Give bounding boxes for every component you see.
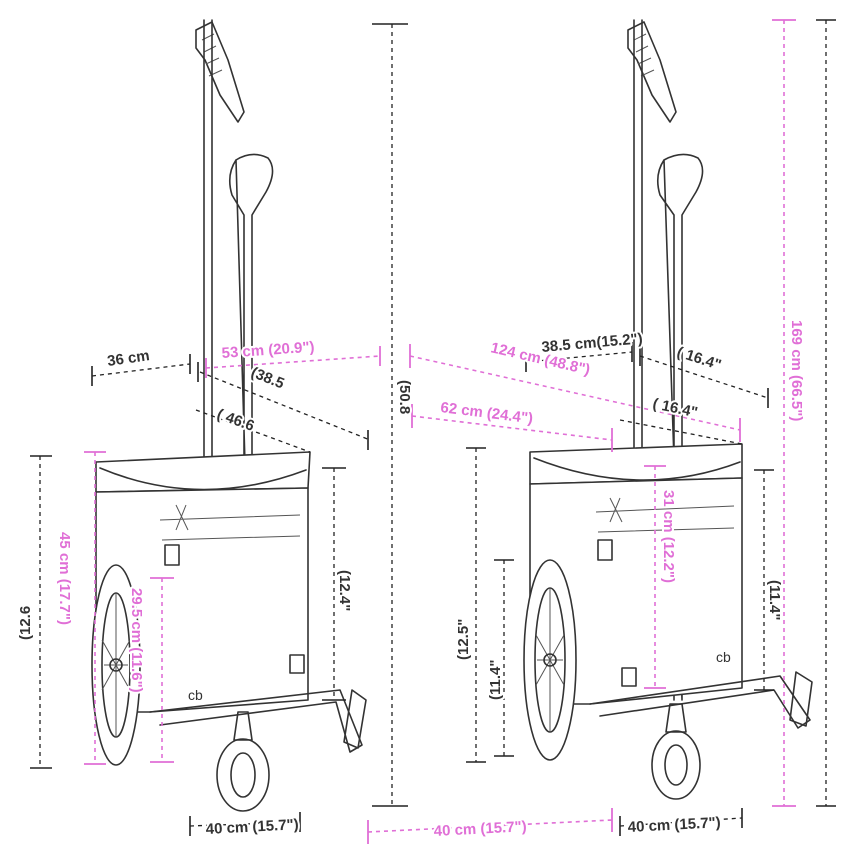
label-front-total-height: 169 cm (66.5")	[788, 320, 805, 421]
pink-dimension-lines	[84, 19, 796, 844]
label-side-wheel-height: 29.5 cm (11.6")	[128, 588, 145, 693]
front-bag-logo: cb	[716, 649, 731, 665]
label-side-bottom-width: 40 cm (15.7")	[205, 816, 299, 838]
front-rear-caster	[789, 671, 813, 727]
front-big-wheel	[523, 559, 577, 761]
side-handle-grip-ridges	[201, 33, 223, 77]
front-bag-seam	[595, 497, 735, 533]
side-bottom-frame	[149, 689, 363, 753]
label-front-side-height: (11.4"	[487, 660, 504, 700]
label-front-wheel-height: (12.5"	[455, 619, 472, 660]
front-handle-loop	[656, 153, 704, 701]
front-handle-grip	[627, 21, 677, 123]
side-big-wheel	[91, 564, 141, 766]
label-front-right-height: (11.4"	[766, 580, 783, 620]
label-front-inner-depth: ( 16.4"	[651, 395, 699, 421]
front-bag-latch	[597, 539, 613, 561]
side-caster-wheel	[216, 711, 270, 812]
side-bag-seam	[159, 504, 301, 541]
side-bag-rim	[95, 451, 311, 493]
label-side-handle-length: 53 cm (20.9")	[221, 339, 315, 362]
label-front-box-length: 62 cm (24.4")	[440, 399, 534, 427]
front-bag-rim	[529, 443, 743, 485]
label-side-inner-height: (12.4"	[336, 570, 353, 611]
side-handle-loop	[228, 153, 274, 701]
label-side-leg-height: (12.6	[17, 606, 34, 640]
side-bag-latch-lower	[289, 654, 305, 674]
side-bag-logo: cb	[188, 687, 203, 703]
label-side-body-height: 45 cm (17.7")	[56, 532, 73, 625]
side-bag-latch	[164, 544, 180, 566]
label-front-bottom-width: 40 cm (15.7")	[433, 818, 527, 840]
side-handle-grip	[195, 21, 245, 123]
front-bag-latch-lower	[621, 667, 637, 687]
label-side-top-depth: 36 cm	[106, 347, 150, 370]
front-bag-lid	[533, 457, 741, 481]
label-front-box-height: 31 cm (12.2")	[660, 490, 677, 583]
dark-dimension-lines	[30, 19, 836, 836]
label-side-full-height: (50.8	[396, 380, 413, 414]
label-side-inner-width: ( 46.6	[215, 406, 257, 435]
side-view-cart: cb	[91, 19, 367, 812]
label-front-bottom-right: 40 cm (15.7")	[627, 814, 721, 836]
front-handle-pole	[633, 19, 643, 461]
front-view-cart: cb	[523, 19, 813, 800]
side-rear-caster	[343, 689, 367, 749]
label-front-top-width: 38.5 cm(15.2")	[541, 330, 643, 356]
label-side-upper-width: (38.5	[249, 364, 287, 393]
front-caster-wheel	[651, 703, 701, 800]
front-bottom-frame	[589, 675, 811, 729]
